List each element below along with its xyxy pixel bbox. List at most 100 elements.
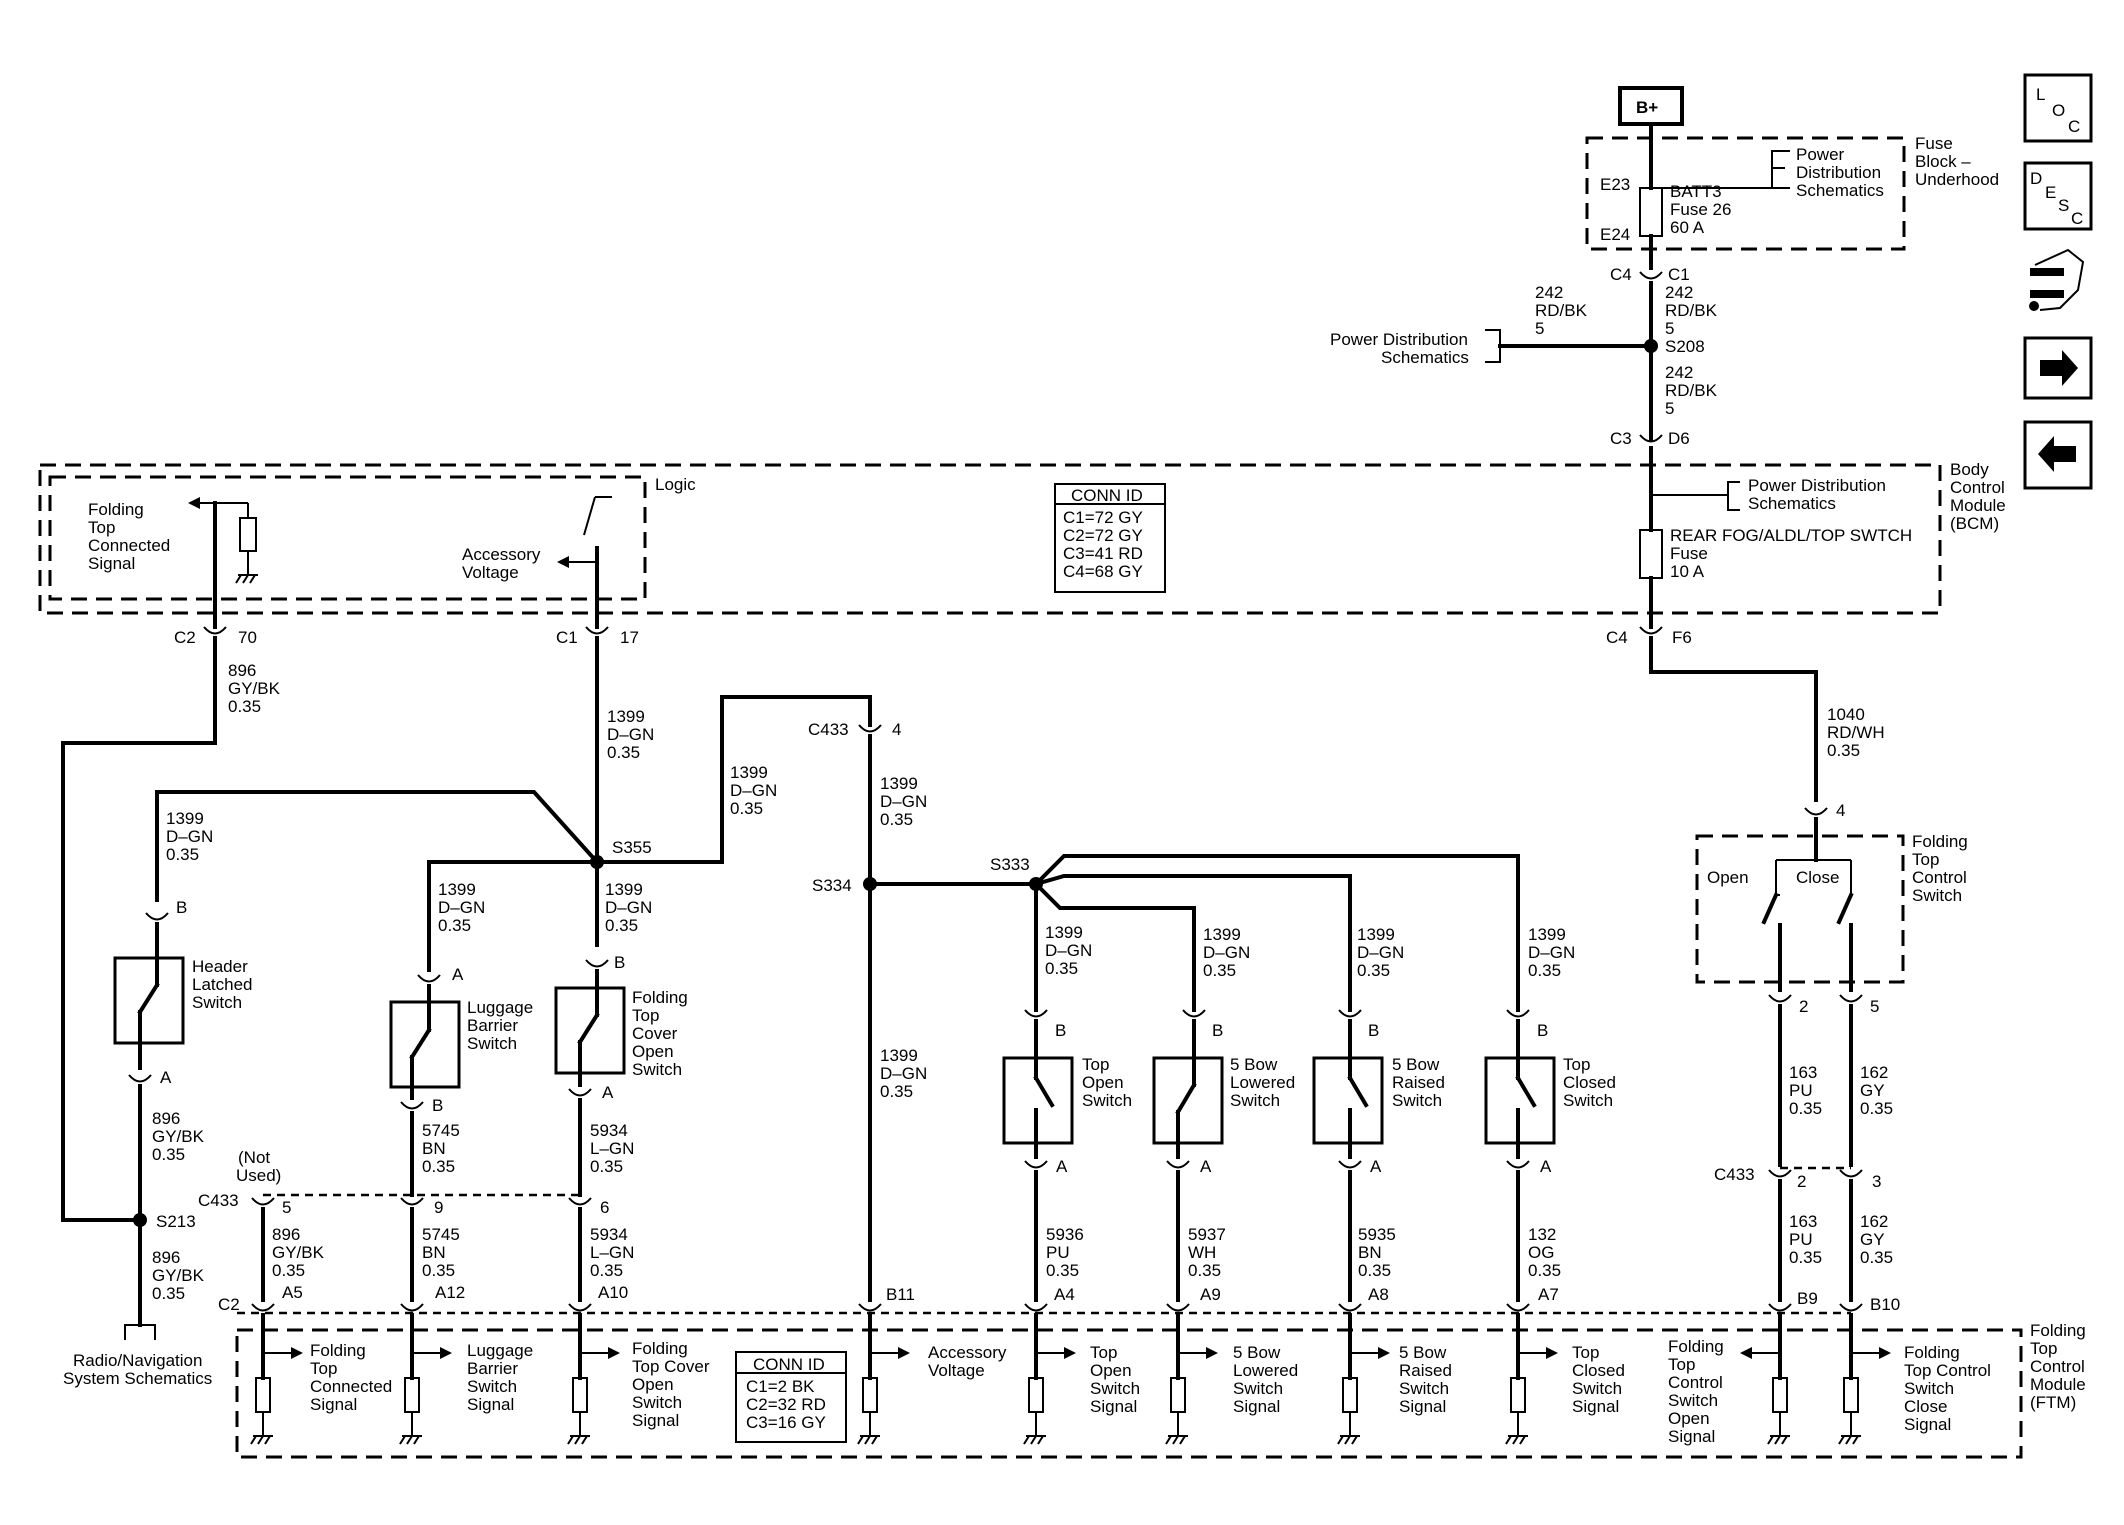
svg-text:1399: 1399: [880, 774, 918, 793]
pin-d6: D6: [1668, 429, 1690, 448]
svg-text:5 Bow: 5 Bow: [1233, 1343, 1281, 1362]
svg-text:Top: Top: [1912, 850, 1939, 869]
svg-text:Top: Top: [1082, 1055, 1109, 1074]
loc-letter-o: O: [2052, 101, 2065, 120]
desc-letter-e: E: [2045, 183, 2056, 202]
desc-button[interactable]: D E S C: [2023, 161, 2093, 231]
svg-text:Open: Open: [632, 1375, 674, 1394]
svg-text:Power: Power: [1796, 145, 1845, 164]
svg-text:D–GN: D–GN: [730, 781, 777, 800]
svg-text:5934: 5934: [590, 1121, 628, 1140]
top-closed-switch-label: Top Closed Switch: [1563, 1055, 1616, 1110]
svg-text:BN: BN: [422, 1139, 446, 1158]
connector-view-icon[interactable]: [2029, 248, 2085, 311]
next-page-button[interactable]: [2023, 336, 2093, 400]
svg-text:(BCM): (BCM): [1950, 514, 1999, 533]
ftm-signal-top-cover-open: Folding Top Cover Open Switch Signal: [632, 1339, 710, 1430]
folding-top-cover-open-switch-label: Folding Top Cover Open Switch: [632, 988, 688, 1079]
svg-text:Luggage: Luggage: [467, 1341, 533, 1360]
svg-text:Module: Module: [1950, 496, 2006, 515]
pin-b10: B10: [1870, 1295, 1900, 1314]
svg-text:5 Bow: 5 Bow: [1392, 1055, 1440, 1074]
svg-text:PU: PU: [1789, 1081, 1813, 1100]
pin-f6: F6: [1672, 628, 1692, 647]
pin-c433-2: 2: [1797, 1172, 1806, 1191]
rear-fog-fuse-label: REAR FOG/ALDL/TOP SWTCH Fuse 10 A: [1670, 526, 1912, 581]
pin-70: 70: [238, 628, 257, 647]
svg-text:Folding: Folding: [310, 1341, 366, 1360]
ftm-signal-five-bow-lowered: 5 Bow Lowered Switch Signal: [1233, 1343, 1298, 1416]
pin-c433-top: C433: [808, 720, 849, 739]
fuse-block-underhood: [1585, 136, 1906, 251]
svg-text:0.35: 0.35: [1203, 961, 1236, 980]
pin-c433-lower: C433: [198, 1191, 239, 1210]
pin-c1-upper: C1: [1668, 265, 1690, 284]
svg-text:System Schematics: System Schematics: [63, 1369, 212, 1388]
pin-cover-a: A: [602, 1083, 614, 1102]
svg-text:1399: 1399: [166, 809, 204, 828]
svg-text:1399: 1399: [1203, 925, 1241, 944]
pin-a10: A10: [598, 1283, 628, 1302]
pin-cover-b: B: [614, 953, 625, 972]
wire-5937-label: 5937 WH 0.35: [1188, 1225, 1226, 1280]
svg-text:0.35: 0.35: [152, 1145, 185, 1164]
pin-c1-bcm: C1: [556, 628, 578, 647]
wire-163-b-label: 163 PU 0.35: [1789, 1212, 1822, 1267]
splice-s334-label: S334: [812, 876, 852, 895]
svg-text:Close: Close: [1904, 1397, 1947, 1416]
svg-text:Switch: Switch: [632, 1060, 682, 1079]
pin-header-b: B: [176, 898, 187, 917]
svg-text:Top: Top: [1090, 1343, 1117, 1362]
luggage-barrier-switch: [389, 1000, 461, 1089]
svg-text:242: 242: [1665, 363, 1693, 382]
svg-text:896: 896: [152, 1109, 180, 1128]
ftm-inputs: [250, 1303, 1891, 1445]
svg-text:C2=72 GY: C2=72 GY: [1063, 526, 1143, 545]
svg-text:Switch: Switch: [1563, 1091, 1613, 1110]
splice-s213-label: S213: [156, 1212, 196, 1231]
svg-text:Open: Open: [1668, 1409, 1710, 1428]
svg-text:Luggage: Luggage: [467, 998, 533, 1017]
ftm-input-stage: [250, 1303, 303, 1445]
svg-text:5: 5: [1665, 399, 1674, 418]
svg-text:Lowered: Lowered: [1233, 1361, 1298, 1380]
pin-c4-upper: C4: [1610, 265, 1632, 284]
svg-text:Open: Open: [1082, 1073, 1124, 1092]
svg-text:Signal: Signal: [1399, 1397, 1446, 1416]
svg-text:0.35: 0.35: [272, 1261, 305, 1280]
previous-page-button[interactable]: [2023, 420, 2093, 490]
svg-text:Connected: Connected: [88, 536, 170, 555]
wire-1399-e-label: 1399 D–GN 0.35: [730, 763, 777, 818]
ftm-signal-control-switch-open: Folding Top Control Switch Open Signal: [1668, 1337, 1724, 1446]
svg-text:Signal: Signal: [632, 1411, 679, 1430]
wire-242-c-label: 242 RD/BK 5: [1665, 363, 1718, 418]
wire-1399-d-label: 1399 D–GN 0.35: [605, 880, 652, 935]
svg-text:Distribution: Distribution: [1796, 163, 1881, 182]
svg-text:Module: Module: [2030, 1375, 2086, 1394]
svg-text:GY/BK: GY/BK: [152, 1127, 205, 1146]
svg-text:5937: 5937: [1188, 1225, 1226, 1244]
svg-text:5: 5: [1665, 319, 1674, 338]
pin-c433-right: C433: [1714, 1165, 1755, 1184]
five-bow-raised-switch-label: 5 Bow Raised Switch: [1392, 1055, 1445, 1110]
ftm-signal-accessory-voltage: Accessory Voltage: [928, 1343, 1007, 1380]
wire-162-b-label: 162 GY 0.35: [1860, 1212, 1893, 1267]
svg-text:Switch: Switch: [1572, 1379, 1622, 1398]
pin-top-open-a: A: [1056, 1157, 1068, 1176]
pin-header-a: A: [160, 1068, 172, 1087]
svg-text:C1=72 GY: C1=72 GY: [1063, 508, 1143, 527]
fuse-block-power-distribution-ref: Power Distribution Schematics: [1796, 145, 1884, 200]
svg-text:Folding: Folding: [1912, 832, 1968, 851]
wire-1040-label: 1040 RD/WH 0.35: [1827, 705, 1885, 760]
five-bow-lowered-switch-label: 5 Bow Lowered Switch: [1230, 1055, 1295, 1110]
loc-button[interactable]: L O C: [2023, 73, 2093, 143]
svg-text:Fuse: Fuse: [1915, 134, 1953, 153]
svg-text:Top Control: Top Control: [1904, 1361, 1991, 1380]
pin-a12: A12: [435, 1283, 465, 1302]
svg-text:0.35: 0.35: [1528, 961, 1561, 980]
svg-text:896: 896: [152, 1248, 180, 1267]
ftm-input-stage: [399, 1303, 452, 1445]
bcm-accessory-voltage: Accessory Voltage: [462, 545, 541, 582]
svg-text:Schematics: Schematics: [1796, 181, 1884, 200]
svg-text:OG: OG: [1528, 1243, 1554, 1262]
